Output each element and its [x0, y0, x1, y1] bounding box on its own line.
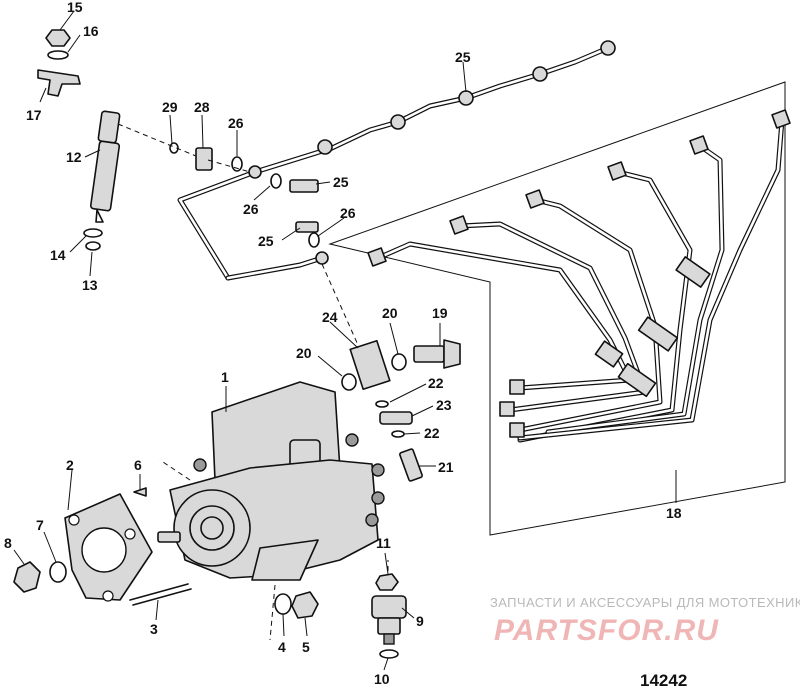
callout-7: 7 — [36, 517, 44, 533]
callout-24: 24 — [322, 309, 338, 325]
fuel-shutoff-solenoid — [371, 595, 407, 645]
callout-1: 1 — [221, 369, 229, 385]
flange-washer — [49, 561, 67, 583]
callout-6: 6 — [134, 457, 142, 473]
pipe-set-outline — [328, 81, 786, 536]
fuel-return-line — [177, 40, 616, 281]
callout-20-b: 20 — [296, 345, 312, 361]
callout-3: 3 — [150, 621, 158, 637]
clamp-nut — [45, 29, 71, 47]
sealing-washer-right — [391, 353, 407, 371]
inlet-connector-block — [349, 339, 391, 391]
return-washer-c — [308, 232, 320, 248]
callout-16: 16 — [83, 23, 99, 39]
pump-nut — [291, 591, 319, 619]
sealing-washer-left — [341, 373, 357, 391]
o-ring-lower — [391, 430, 405, 438]
callout-12: 12 — [66, 149, 82, 165]
return-washer-b — [270, 173, 282, 189]
callout-29: 29 — [162, 99, 178, 115]
callout-2: 2 — [66, 457, 74, 473]
injector-sealing-ring — [83, 228, 103, 238]
callout-11: 11 — [376, 535, 391, 551]
callout-13: 13 — [82, 277, 98, 293]
injector-washer — [85, 241, 101, 251]
callout-26-b: 26 — [243, 201, 259, 217]
clamp-washer — [47, 50, 69, 60]
sensor-nut — [375, 573, 399, 591]
injection-pipes — [367, 109, 791, 443]
o-ring-upper — [375, 400, 389, 408]
callout-4: 4 — [278, 639, 286, 655]
callout-19: 19 — [432, 305, 448, 321]
leader-lines — [13, 10, 677, 671]
return-washer-a — [231, 156, 243, 172]
return-banjo-bolt — [195, 147, 213, 171]
callout-25-a: 25 — [333, 174, 349, 190]
pump-flange-gasket — [64, 493, 153, 602]
injector-clamp — [37, 69, 81, 97]
callout-14: 14 — [50, 247, 66, 263]
callout-26-a: 26 — [228, 115, 244, 131]
inlet-banjo-bolt — [413, 339, 461, 369]
callout-21: 21 — [438, 459, 454, 475]
callout-26-c: 26 — [340, 205, 356, 221]
callout-20-a: 20 — [382, 305, 398, 321]
watermark-logo: PARTSFOR.RU — [494, 614, 719, 647]
return-seal — [169, 142, 179, 154]
fuel-injector — [89, 110, 121, 223]
return-banjo-bolt-b — [295, 221, 319, 233]
pump-washer — [274, 593, 292, 615]
callout-27: 25 — [455, 49, 471, 65]
callout-22-a: 22 — [428, 375, 444, 391]
callout-8: 8 — [4, 535, 12, 551]
callout-15: 15 — [67, 0, 83, 15]
callout-10: 10 — [374, 671, 390, 687]
flange-nut — [13, 561, 41, 593]
pump-banjo-bolt — [399, 448, 423, 482]
callout-25-b: 25 — [258, 233, 274, 249]
solenoid-o-ring — [379, 649, 399, 659]
callout-22-b: 22 — [424, 425, 440, 441]
watermark-caption: ЗАПЧАСТИ И АКСЕССУАРЫ ДЛЯ МОТОТЕХНИКИ — [490, 595, 800, 610]
injection-pump-body — [157, 381, 385, 581]
mounting-stud — [129, 583, 192, 606]
callout-28: 28 — [194, 99, 210, 115]
return-banjo-bolt-a — [289, 179, 319, 193]
figure-number: 14242 — [640, 671, 687, 690]
callouts: 15 16 17 12 14 13 29 28 26 25 25 26 26 2… — [4, 0, 682, 687]
callout-17: 17 — [26, 107, 42, 123]
overflow-valve — [379, 411, 413, 425]
callout-23: 23 — [436, 397, 452, 413]
callout-18: 18 — [666, 505, 682, 521]
callout-9: 9 — [416, 613, 424, 629]
callout-5: 5 — [302, 639, 310, 655]
